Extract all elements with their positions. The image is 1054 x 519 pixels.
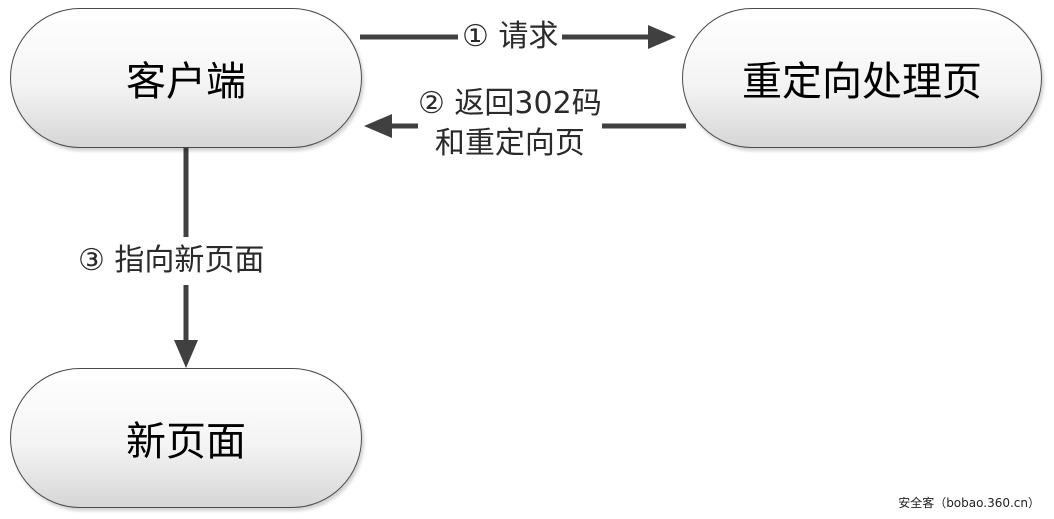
return-label-line2: 和重定向页 [434,126,585,161]
client-node: 客户端 [10,8,362,148]
return-label-line1: ② 返回302码 [418,86,602,121]
client-node-label: 客户端 [126,59,246,105]
request-label: ① 请求 [458,17,563,57]
new-page-node-label: 新页面 [126,419,246,465]
return-label: ② 返回302码 和重定向页 [418,84,602,164]
new-page-node: 新页面 [10,368,362,508]
point-new-label: ③ 指向新页面 [72,237,271,285]
redirect-handler-node: 重定向处理页 [682,8,1042,148]
watermark: 安全客（bobao.360.cn） [898,496,1040,510]
redirect-handler-node-label: 重定向处理页 [742,59,982,105]
